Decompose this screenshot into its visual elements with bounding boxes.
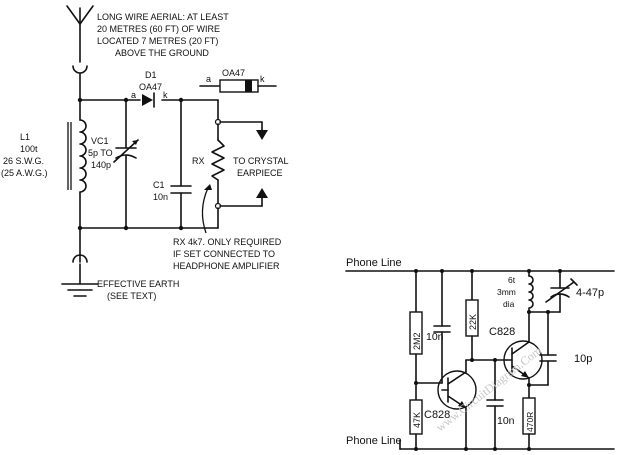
- r2m2-label: 2M2: [412, 332, 422, 350]
- phone-line-circuit: Phone Line Phone Line 2M2 47K 10n: [345, 257, 615, 451]
- aerial-note-line-3: LOCATED 7 METRES (20 FT): [97, 36, 218, 46]
- r22k-label: 22K: [468, 314, 478, 330]
- d1-value: OA47: [139, 82, 162, 92]
- vc1-value: 5p TO: [88, 148, 113, 158]
- rx-label: RX: [192, 156, 205, 166]
- r47k-label: 47K: [412, 412, 422, 428]
- r470r-label: 470R: [525, 412, 535, 432]
- capacitor-c1: [170, 99, 192, 229]
- rx-note-line-1: RX 4k7. ONLY REQUIRED: [173, 237, 282, 247]
- transistor-q1: [437, 359, 477, 450]
- diode-d1: [142, 92, 155, 108]
- q2-label: C828: [489, 326, 515, 338]
- coil-dia-label: dia: [503, 299, 515, 309]
- diode-part-drawing: [199, 79, 277, 93]
- earth-symbol: [61, 254, 99, 297]
- diode-part-anode: a: [206, 74, 211, 84]
- coil-turns-label: 6t: [508, 275, 516, 285]
- d1-label: D1: [145, 70, 157, 80]
- transistor-q2: [503, 311, 543, 399]
- aerial-note-line-2: 20 METRES (60 FT) OF WIRE: [97, 24, 220, 34]
- d1-cathode-label: k: [163, 90, 168, 100]
- l1-label: L1: [20, 132, 30, 142]
- rx-note-line-3: HEADPHONE AMPLIFIER: [173, 261, 280, 271]
- trimmer-label: 4-47p: [576, 287, 604, 299]
- aerial-symbol: [66, 5, 94, 101]
- crystal-set-schematic: LONG WIRE AERIAL: AT LEAST 20 METRES (60…: [1, 5, 289, 301]
- rx-note-line-2: IF SET CONNECTED TO: [173, 249, 275, 259]
- c10n-b-label: 10n: [497, 415, 515, 427]
- coil-6t: [528, 270, 534, 313]
- aerial-note-line-1: LONG WIRE AERIAL: AT LEAST: [97, 12, 229, 22]
- c1-value: 10n: [153, 192, 168, 202]
- c1-label: C1: [153, 180, 165, 190]
- l1-awg: (25 A.W.G.): [1, 168, 48, 178]
- resistor-rx: [211, 99, 225, 229]
- earth-label-1: EFFECTIVE EARTH: [97, 279, 179, 289]
- coil-size-label: 3mm: [497, 287, 516, 297]
- d1-anode-label: a: [131, 90, 136, 100]
- c10p-label: 10p: [574, 353, 592, 365]
- vc1-value-2: 140p: [91, 160, 111, 170]
- phone-line-top-label: Phone Line: [346, 257, 402, 269]
- vc1-label: VC1: [91, 136, 109, 146]
- diode-part-cathode: k: [260, 74, 265, 84]
- capacitor-vc1: [113, 99, 139, 229]
- coil-l1: [67, 119, 87, 193]
- earpiece-label-2: EARPIECE: [237, 168, 283, 178]
- phone-line-bottom-label: Phone Line: [346, 435, 402, 447]
- earpiece-label-1: TO CRYSTAL: [233, 156, 289, 166]
- rx-note-pointer: [201, 187, 209, 234]
- l1-turns: 100t: [20, 144, 38, 154]
- aerial-note-line-4: ABOVE THE GROUND: [115, 48, 209, 58]
- trimmer-capacitor: [545, 270, 578, 313]
- l1-gauge: 26 S.W.G.: [3, 156, 44, 166]
- earpiece-terminals: [219, 121, 268, 207]
- q1-label: C828: [424, 409, 450, 421]
- diode-part-label: OA47: [222, 68, 245, 78]
- c10n-a-label: 10n: [426, 331, 444, 343]
- earth-label-2: (SEE TEXT): [107, 291, 156, 301]
